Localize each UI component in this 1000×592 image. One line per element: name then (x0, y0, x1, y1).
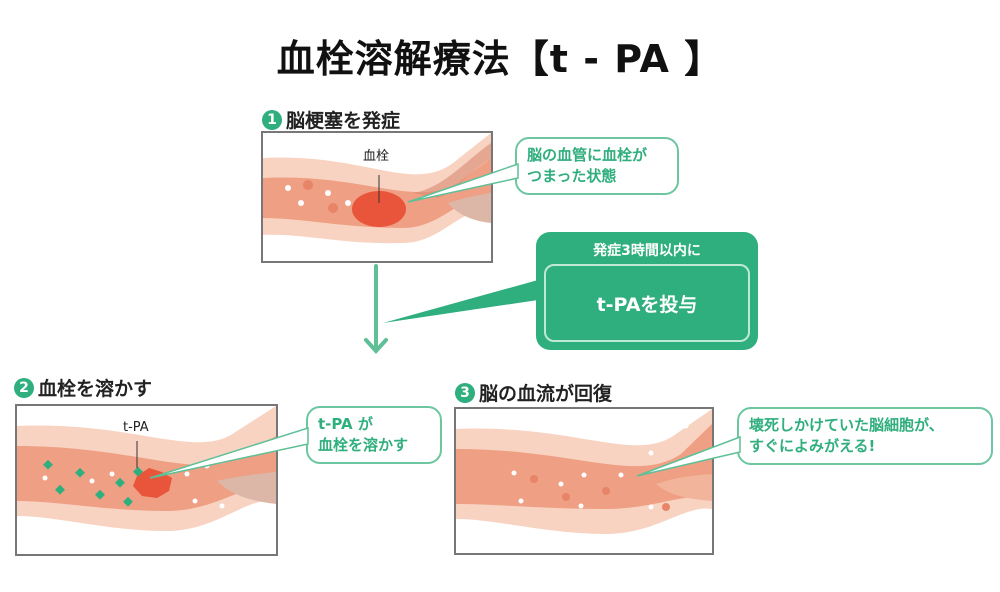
step-2-panel: t-PA (15, 404, 278, 556)
step-1-label: 脳梗塞を発症 (286, 110, 401, 132)
step-number-badge: 1 (262, 109, 282, 130)
clot-shape (352, 191, 406, 227)
step-2-heading: 2 血栓を溶かす (14, 374, 152, 401)
step-1-panel: 血栓 (261, 131, 493, 263)
page-title: 血栓溶解療法【t - PA 】 (276, 37, 724, 81)
step-3-callout: 壊死しかけていた脳細胞が、 すぐによみがえる! (737, 407, 993, 465)
step-3-label: 脳の血流が回復 (479, 383, 613, 405)
step-3-heading: 3 脳の血流が回復 (455, 379, 612, 406)
blood-vessel-illustration-blocked (263, 133, 491, 244)
treatment-main: t-PAを投与 (544, 264, 750, 342)
step-3-panel (454, 407, 714, 555)
down-arrow-icon (364, 264, 388, 354)
tpa-label: t-PA (123, 420, 149, 435)
clot-label: 血栓 (363, 149, 390, 164)
step-2-callout: t-PA が 血栓を溶かす (306, 406, 442, 464)
step-1-heading: 1 脳梗塞を発症 (262, 106, 400, 133)
blood-vessel-illustration-restored (456, 409, 712, 534)
treatment-pointer (383, 280, 538, 323)
step-number-badge: 2 (14, 377, 34, 398)
treatment-box: 発症3時間以内に t-PAを投与 (536, 232, 758, 350)
step-1-callout: 脳の血管に血栓が つまった状態 (515, 137, 679, 195)
step-2-label: 血栓を溶かす (38, 378, 153, 400)
step-number-badge: 3 (455, 382, 475, 403)
treatment-timing: 発症3時間以内に (593, 243, 701, 259)
